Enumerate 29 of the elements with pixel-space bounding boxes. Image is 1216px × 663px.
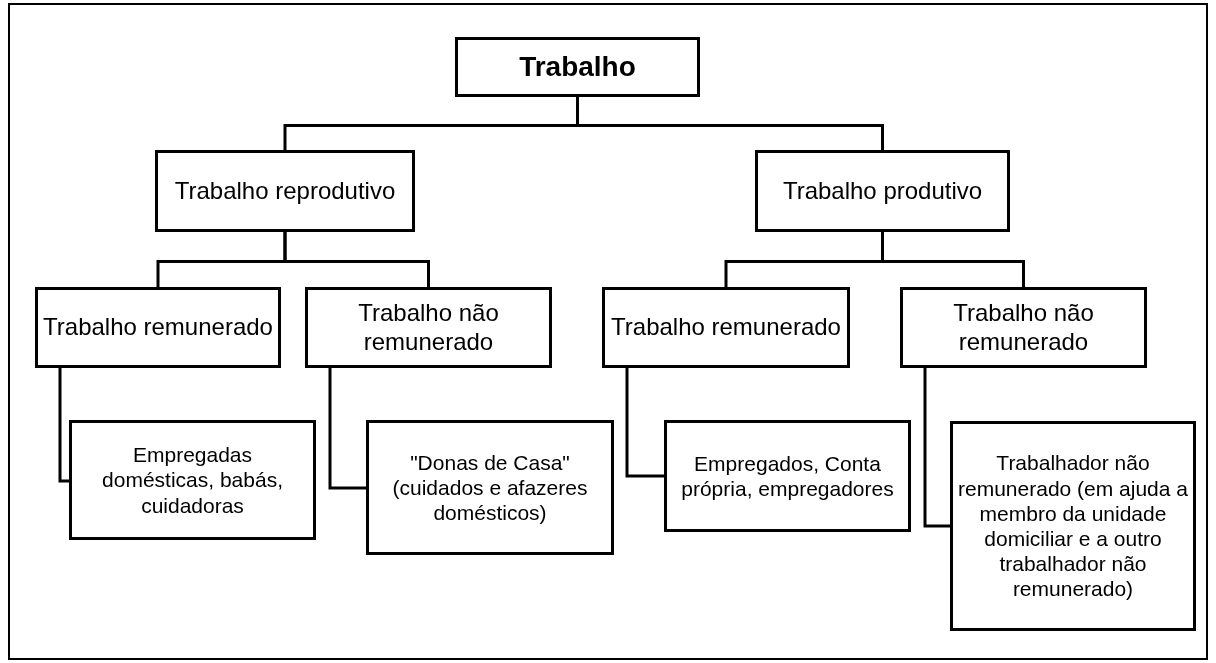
box-label: Trabalho reprodutivo <box>174 176 396 206</box>
box-label: Trabalho <box>519 50 636 84</box>
connector-line <box>881 232 1025 287</box>
box-label: Trabalhador não remunerado (em ajuda a membro da unidade domiciliar e a outro trabalhador não remunerado) <box>957 450 1189 602</box>
category-box <box>305 287 552 368</box>
box-label: Empregadas domésticas, babás, cuidadoras <box>101 442 284 518</box>
category-box <box>664 420 911 532</box>
connector-line <box>283 232 430 287</box>
category-box <box>366 420 614 555</box>
box-label: Trabalho não remunerado <box>357 298 500 357</box>
category-box <box>35 287 281 368</box>
connector-line <box>625 368 664 478</box>
box-label: Trabalho remunerado <box>611 313 841 342</box>
connector-line <box>923 368 950 528</box>
category-box <box>755 150 1010 232</box>
box-label: Trabalho não remunerado <box>952 298 1095 357</box>
connector-line <box>328 368 366 490</box>
box-label: Trabalho produtivo <box>782 176 983 206</box>
category-box <box>950 421 1196 631</box>
category-box <box>900 287 1147 368</box>
category-box <box>602 287 850 368</box>
category-box <box>455 37 700 97</box>
category-box <box>155 150 415 232</box>
box-label: Trabalho remunerado <box>43 313 273 342</box>
box-label: "Donas de Casa" (cuidados e afazeres domésticos) <box>391 449 589 526</box>
category-box <box>69 420 316 540</box>
connector-line <box>58 368 69 483</box>
box-label: Empregados, Conta própria, empregadores <box>680 450 895 502</box>
connector-line <box>576 97 884 150</box>
